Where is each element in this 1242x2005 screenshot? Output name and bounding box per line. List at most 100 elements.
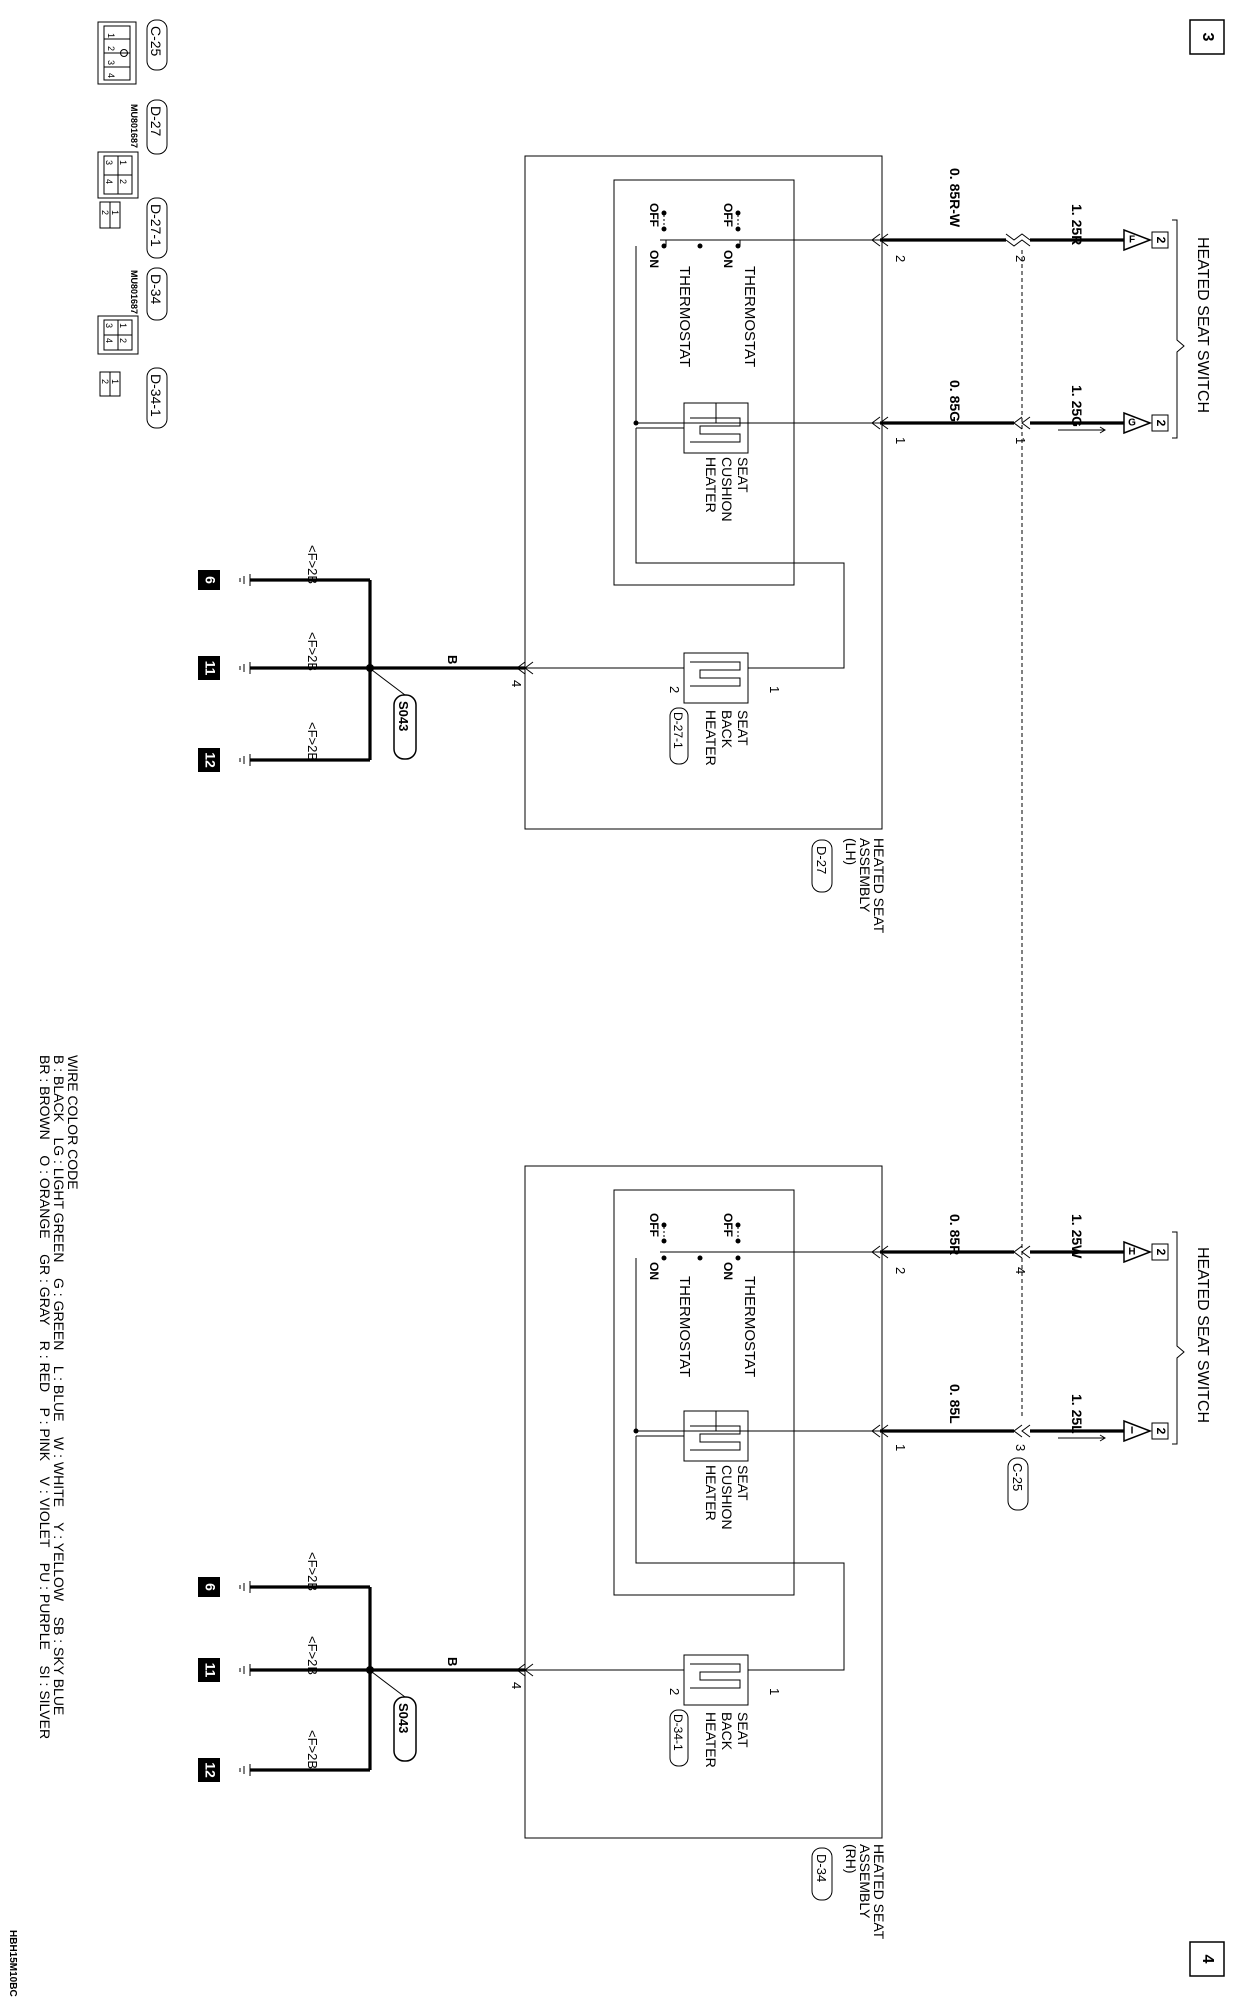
- svg-text:H: H: [1128, 1247, 1135, 1258]
- d27-1-tag: [146, 197, 168, 259]
- rh-seat-cushion-heater: SEAT CUSHION HEATER: [683, 1410, 751, 1530]
- rh-pin-mid-3: 3: [1013, 1444, 1028, 1451]
- svg-text:11: 11: [202, 661, 218, 676]
- lh-thermostat-label-1: THERMOSTAT: [741, 266, 758, 367]
- d34-part-number: MU801687: [129, 270, 139, 314]
- rh-assembly-label: HEATED SEAT ASSEMBLY (RH) D-34: [811, 1844, 887, 1940]
- svg-text:<F>2B: <F>2B: [305, 632, 320, 671]
- d34-label: D-34: [148, 274, 164, 305]
- svg-text:ON: ON: [647, 1262, 661, 1280]
- svg-text:4: 4: [106, 73, 116, 78]
- lh-switch-pin-f: F 2: [1123, 228, 1169, 252]
- rh-switch-pin-h: H 2: [1123, 1240, 1169, 1264]
- svg-text:ASSEMBLY: ASSEMBLY: [857, 1844, 873, 1919]
- rh-mid-conn-label: C-25: [1010, 1463, 1025, 1491]
- lh-seat-back-heater: 1 2 SEAT BACK HEATER D-27-1: [667, 652, 820, 766]
- svg-text:SEAT: SEAT: [735, 1712, 751, 1748]
- svg-text:HEATER: HEATER: [703, 1712, 719, 1768]
- d34-1-tag: [146, 367, 168, 429]
- lh-pin-conn-1: 1: [893, 437, 908, 444]
- svg-text:BACK: BACK: [719, 710, 735, 749]
- rh-ground-12: <F>2B 12: [198, 1730, 320, 1782]
- svg-text:ON: ON: [721, 1262, 735, 1280]
- d34-tag: [146, 267, 168, 321]
- connector-d27-1-face: 1 2: [99, 201, 121, 229]
- wire-color-code-legend: WIRE COLOR CODE B : BLACK LG : LIGHT GRE…: [37, 1055, 81, 1739]
- lh-wire-label-4: 0. 85G: [947, 380, 963, 422]
- c25-label: C-25: [148, 26, 164, 57]
- lh-ground-11: <F>2B 11: [198, 632, 320, 680]
- svg-text:1: 1: [767, 686, 782, 693]
- svg-text:OFF: OFF: [721, 203, 735, 227]
- svg-text:ON: ON: [721, 250, 735, 268]
- rh-mid-conn-tag: [1007, 1457, 1029, 1511]
- svg-text:D-34: D-34: [814, 1854, 829, 1882]
- lh-switch-pin-g: G 2: [1123, 411, 1169, 435]
- svg-text:6: 6: [202, 1583, 218, 1591]
- svg-text:4: 4: [1199, 1955, 1216, 1964]
- svg-text:1: 1: [106, 33, 116, 38]
- svg-text:HEATED SEAT: HEATED SEAT: [871, 1844, 887, 1940]
- svg-text:12: 12: [202, 1762, 218, 1778]
- connector-d34-face: 1 2 3 4: [97, 315, 139, 355]
- svg-text:OFF: OFF: [647, 1213, 661, 1237]
- svg-text:G: G: [1128, 418, 1136, 429]
- lh-thermostat-switch: OFF OFF ON ON THERMOSTAT THERMOSTAT: [633, 203, 880, 426]
- svg-text:2: 2: [100, 379, 110, 384]
- svg-text:4: 4: [509, 680, 524, 687]
- svg-text:(RH): (RH): [843, 1844, 859, 1874]
- svg-text:2: 2: [667, 686, 682, 693]
- wire-color-code-title: WIRE COLOR CODE: [65, 1055, 81, 1190]
- svg-text:3: 3: [104, 323, 114, 328]
- rh-thermostat-label-1: THERMOSTAT: [741, 1276, 758, 1377]
- svg-text:HEATER: HEATER: [703, 457, 719, 513]
- rh-splice-s043: S043: [371, 1671, 417, 1762]
- connector-d34-1-face: 1 2: [99, 371, 121, 397]
- svg-text:6: 6: [202, 576, 218, 584]
- svg-text:2: 2: [1154, 237, 1168, 244]
- lh-seat-cushion-heater: SEAT CUSHION HEATER: [683, 402, 751, 522]
- lh-wire-label-3: 1. 25G: [1069, 385, 1085, 427]
- lh-back-conn-label: D-27-1: [671, 712, 685, 749]
- svg-text:(LH): (LH): [843, 838, 859, 865]
- svg-text:1: 1: [767, 1688, 782, 1695]
- svg-text:2: 2: [1154, 1428, 1168, 1435]
- connector-c25-face: 1 2 3 4: [97, 21, 137, 85]
- svg-text:B: B: [445, 655, 460, 664]
- rh-switch-pin-i: I 2: [1123, 1419, 1169, 1443]
- c25-tag: [146, 19, 168, 71]
- rh-pin-mid-4: 4: [1013, 1267, 1028, 1274]
- d27-tag: [146, 99, 168, 155]
- lh-pin-mid-2: 2: [1013, 255, 1028, 262]
- rh-ground-6: <F>2B 6: [198, 1552, 320, 1597]
- rh-heated-seat-assembly: [524, 1165, 883, 1839]
- rh-wire-label-1: 1. 25W: [1069, 1214, 1085, 1259]
- rh-back-conn-label: D-34-1: [671, 1714, 685, 1751]
- svg-text:4: 4: [104, 338, 114, 343]
- svg-text:4: 4: [104, 179, 114, 184]
- rh-seat-back-heater: 1 2 SEAT BACK HEATER D-34-1: [667, 1654, 820, 1768]
- svg-text:1: 1: [118, 323, 128, 328]
- rh-switch-label: HEATED SEAT SWITCH: [1194, 1247, 1211, 1423]
- lh-wire-label-2: 0. 85R-W: [947, 168, 963, 228]
- svg-text:HEATED SEAT: HEATED SEAT: [871, 838, 887, 934]
- svg-text:BACK: BACK: [719, 1712, 735, 1751]
- rh-pin-conn-2: 2: [893, 1267, 908, 1274]
- rh-thermostat-label-2: THERMOSTAT: [676, 1276, 693, 1377]
- rh-thermostat-switch: OFF OFF ON ON THERMOSTAT THERMOSTAT: [633, 1213, 880, 1434]
- svg-text:3: 3: [1199, 33, 1216, 42]
- svg-text:I: I: [1131, 1426, 1134, 1437]
- lh-section: HEATED SEAT SWITCH F 2 G 2 1. 25R 0. 85R…: [198, 155, 1211, 934]
- svg-text:2: 2: [667, 1688, 682, 1695]
- svg-text:HEATER: HEATER: [703, 710, 719, 766]
- svg-text:SEAT: SEAT: [735, 1465, 751, 1501]
- connector-legend: 1 2 3 4 C-25 1 2 3 4 MU801687 D-27 1 2: [97, 19, 168, 429]
- svg-text:S043: S043: [396, 1703, 411, 1733]
- lh-thermostat-label-2: THERMOSTAT: [676, 266, 693, 367]
- svg-text:CUSHION: CUSHION: [719, 1465, 735, 1530]
- svg-text:<F>2B: <F>2B: [305, 722, 320, 761]
- svg-text:11: 11: [202, 1663, 218, 1678]
- wire-color-code-line-1: B : BLACK LG : LIGHT GREEN G : GREEN L :…: [51, 1055, 67, 1715]
- d34-1-label: D-34-1: [148, 374, 164, 417]
- svg-text:<F>2B: <F>2B: [305, 1730, 320, 1769]
